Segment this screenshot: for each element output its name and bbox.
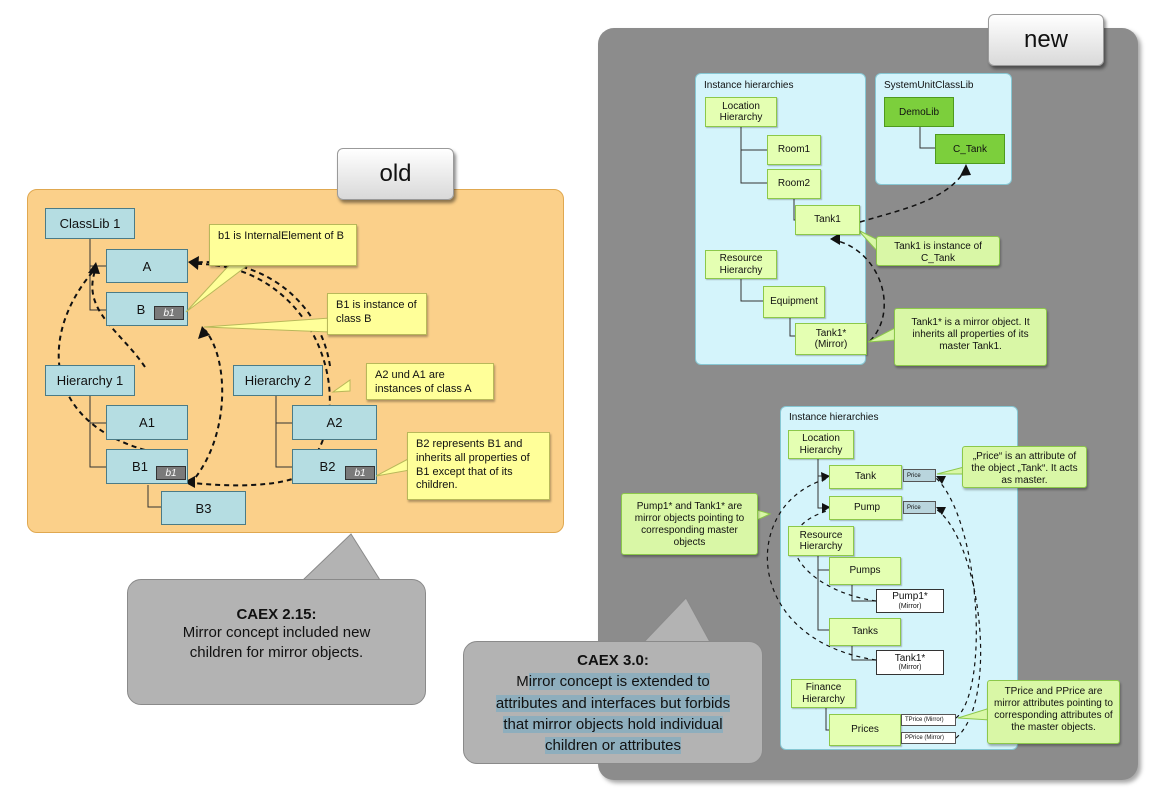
caex30-line4: children or attributes: [464, 735, 762, 756]
note-instances-of-a: A2 und A1 are instances of class A: [366, 363, 494, 400]
instance-a2: A2: [292, 405, 377, 440]
top-equipment: Equipment: [763, 286, 825, 318]
pump1-mirror-label: Pump1*: [892, 591, 928, 603]
instance-a1: A1: [106, 405, 188, 440]
class-a: A: [106, 249, 188, 283]
tank1-mirror-label: Tank1*: [894, 652, 926, 664]
new-label: new: [988, 14, 1104, 66]
system-unit-class-lib-panel: [875, 73, 1012, 185]
bottom-resource-hierarchy: Resource Hierarchy: [788, 526, 854, 556]
bottom-ih-title: Instance hierarchies: [789, 412, 879, 423]
class-b-b1-tag: b1: [154, 306, 184, 320]
caex30-line2: attributes and interfaces but forbids: [464, 693, 762, 714]
instance-b2-label: B2: [319, 459, 336, 474]
hierarchy-2-label: Hierarchy 2: [244, 373, 312, 388]
demolib: DemoLib: [884, 97, 954, 127]
top-ih-title: Instance hierarchies: [704, 80, 794, 91]
note-pump-tank-mirror: Pump1* and Tank1* are mirror objects poi…: [621, 493, 758, 555]
attr-price-tank: Price: [903, 469, 936, 482]
c-tank: C_Tank: [935, 134, 1005, 164]
class-a-label: A: [142, 258, 152, 274]
note-tank1-mirror: Tank1* is a mirror object. It inherits a…: [894, 308, 1047, 366]
caex30-line1-plain: M: [516, 673, 529, 691]
hierarchy-1-label: Hierarchy 1: [56, 373, 124, 388]
bottom-location-hierarchy: Location Hierarchy: [788, 430, 854, 459]
note-b1-instance-of-b: B1 is instance of class B: [327, 293, 427, 335]
note-b2-represents-b1: B2 represents B1 and inherits all proper…: [407, 432, 550, 500]
caex30-line3: that mirror objects hold individual: [464, 714, 762, 735]
tank1-mirror-sub: (Mirror): [898, 664, 922, 672]
caex30-line3-text: that mirror objects hold individual: [503, 715, 723, 733]
top-tank1-mirror: Tank1* (Mirror): [795, 323, 867, 355]
instance-b3: B3: [161, 491, 246, 525]
note-internal-element: b1 is InternalElement of B: [209, 224, 357, 266]
top-room1: Room1: [767, 135, 821, 165]
top-location-hierarchy: Location Hierarchy: [705, 97, 777, 127]
caex30-box: CAEX 3.0: Mirror concept is extended to …: [463, 641, 763, 764]
top-room2: Room2: [767, 169, 821, 199]
instance-b1-b1-tag: b1: [156, 466, 186, 480]
instance-b1-label: B1: [132, 459, 148, 474]
hierarchy-2: Hierarchy 2: [233, 365, 323, 396]
classlib-1: ClassLib 1: [45, 208, 135, 239]
instance-a1-label: A1: [139, 415, 155, 430]
attr-pprice-mirror: PPrice (Mirror): [901, 732, 956, 744]
bottom-pumps: Pumps: [829, 557, 901, 585]
note-tprice-pprice: TPrice and PPrice are mirror attributes …: [987, 680, 1120, 744]
instance-b2-b1-tag: b1: [345, 466, 375, 480]
classlib-1-label: ClassLib 1: [59, 216, 121, 231]
caex30-line1: Mirror concept is extended to: [464, 671, 762, 692]
old-label: old: [337, 148, 454, 200]
attr-tprice-mirror: TPrice (Mirror): [901, 714, 956, 726]
top-resource-hierarchy: Resource Hierarchy: [705, 250, 777, 279]
caex30-line1-highlight: irror concept is extended to: [528, 673, 710, 691]
bottom-tanks: Tanks: [829, 618, 901, 646]
bottom-tank: Tank: [829, 465, 902, 489]
caex30-line2-text: attributes and interfaces but forbids: [495, 694, 731, 712]
bottom-pump1-mirror: Pump1* (Mirror): [876, 589, 944, 613]
hierarchy-1: Hierarchy 1: [45, 365, 135, 396]
sucl-title: SystemUnitClassLib: [884, 80, 974, 91]
class-b-label: B: [136, 301, 146, 317]
top-tank1: Tank1: [795, 205, 860, 235]
caex215-text: Mirror concept included new children for…: [182, 624, 371, 662]
bottom-finance-hierarchy: Finance Hierarchy: [791, 679, 856, 708]
caex215-title: CAEX 2.15:: [236, 606, 317, 623]
caex30-line4-text: children or attributes: [545, 737, 681, 755]
attr-price-pump: Price: [903, 501, 936, 514]
instance-b3-label: B3: [195, 500, 212, 516]
instance-a2-label: A2: [326, 415, 343, 430]
pump1-mirror-sub: (Mirror): [898, 602, 922, 610]
note-tank1-instance: Tank1 is instance of C_Tank: [876, 236, 1000, 266]
bottom-prices: Prices: [829, 714, 901, 746]
note-price-attribute: „Price“ is an attribute of the object „T…: [962, 446, 1087, 488]
bottom-pump: Pump: [829, 496, 902, 520]
caex30-title: CAEX 3.0:: [577, 652, 649, 669]
bottom-tank1-mirror: Tank1* (Mirror): [876, 650, 944, 675]
caex215-box: CAEX 2.15: Mirror concept included new c…: [127, 579, 426, 705]
